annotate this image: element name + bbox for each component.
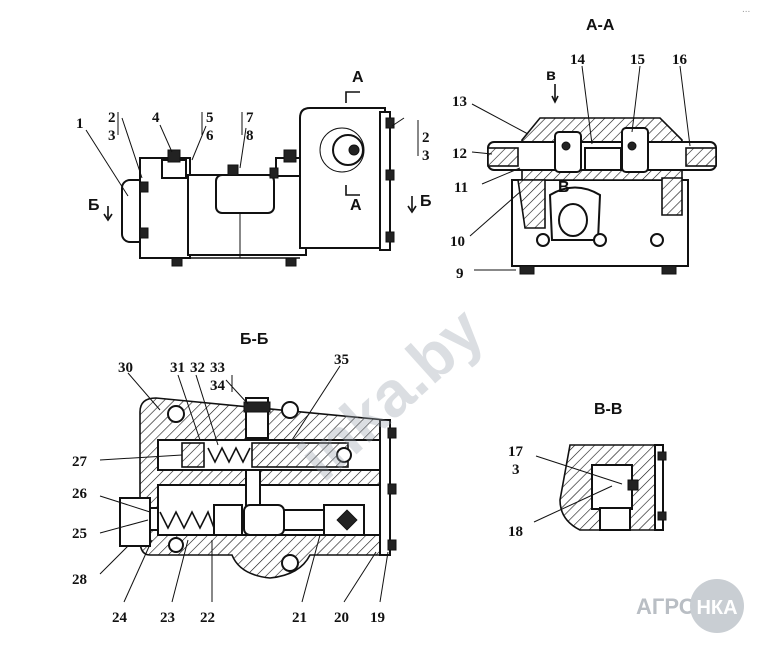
label-12: 12: [452, 146, 467, 162]
cut-mark-b-left: Б: [88, 197, 100, 214]
label-15: 15: [630, 52, 645, 68]
cut-mark-a-bottom: А: [350, 197, 362, 214]
logo-text-left: АГРО: [636, 594, 696, 619]
label-17: 17: [508, 444, 524, 460]
section-aa-view: [469, 65, 717, 275]
label-3: 3: [108, 128, 116, 144]
cut-mark-v-center: В: [558, 179, 570, 196]
label-2: 2: [108, 110, 116, 126]
label-9: 9: [456, 266, 464, 282]
corner-mark: ...: [742, 4, 750, 15]
label-14: 14: [570, 52, 586, 68]
label-35: 35: [334, 352, 349, 368]
label-5: 5: [206, 110, 214, 126]
label-30: 30: [118, 360, 133, 376]
label-1: 1: [76, 116, 84, 132]
label-19: 19: [370, 610, 385, 626]
cut-mark-b-right: Б: [420, 193, 432, 210]
label-2-right: 2: [422, 130, 430, 146]
label-16: 16: [672, 52, 688, 68]
label-33: 33: [210, 360, 225, 376]
section-vv-view: [533, 444, 667, 531]
label-8: 8: [246, 128, 254, 144]
label-25: 25: [72, 526, 87, 542]
label-7: 7: [246, 110, 254, 126]
cut-mark-v-left: в: [546, 67, 556, 84]
logo: АГРО НКА: [636, 579, 744, 633]
label-18: 18: [508, 524, 523, 540]
label-21: 21: [292, 610, 307, 626]
section-bb-view: [99, 365, 397, 603]
label-34: 34: [210, 378, 226, 394]
label-11: 11: [454, 180, 468, 196]
label-28: 28: [72, 572, 87, 588]
label-23: 23: [160, 610, 175, 626]
logo-text-right: НКА: [696, 597, 737, 619]
label-3-vv: 3: [512, 462, 520, 478]
label-3-right: 3: [422, 148, 430, 164]
label-4: 4: [152, 110, 160, 126]
section-title-aa: А-А: [586, 17, 615, 34]
label-10: 10: [450, 234, 465, 250]
section-title-vv: В-В: [594, 401, 622, 418]
label-32: 32: [190, 360, 205, 376]
label-6: 6: [206, 128, 214, 144]
label-27: 27: [72, 454, 88, 470]
section-title-bb: Б-Б: [240, 331, 268, 348]
side-view: [85, 91, 419, 267]
label-20: 20: [334, 610, 349, 626]
cut-mark-a-top: А: [352, 69, 364, 86]
label-31: 31: [170, 360, 185, 376]
label-22: 22: [200, 610, 215, 626]
label-13: 13: [452, 94, 467, 110]
label-26: 26: [72, 486, 88, 502]
label-24: 24: [112, 610, 128, 626]
